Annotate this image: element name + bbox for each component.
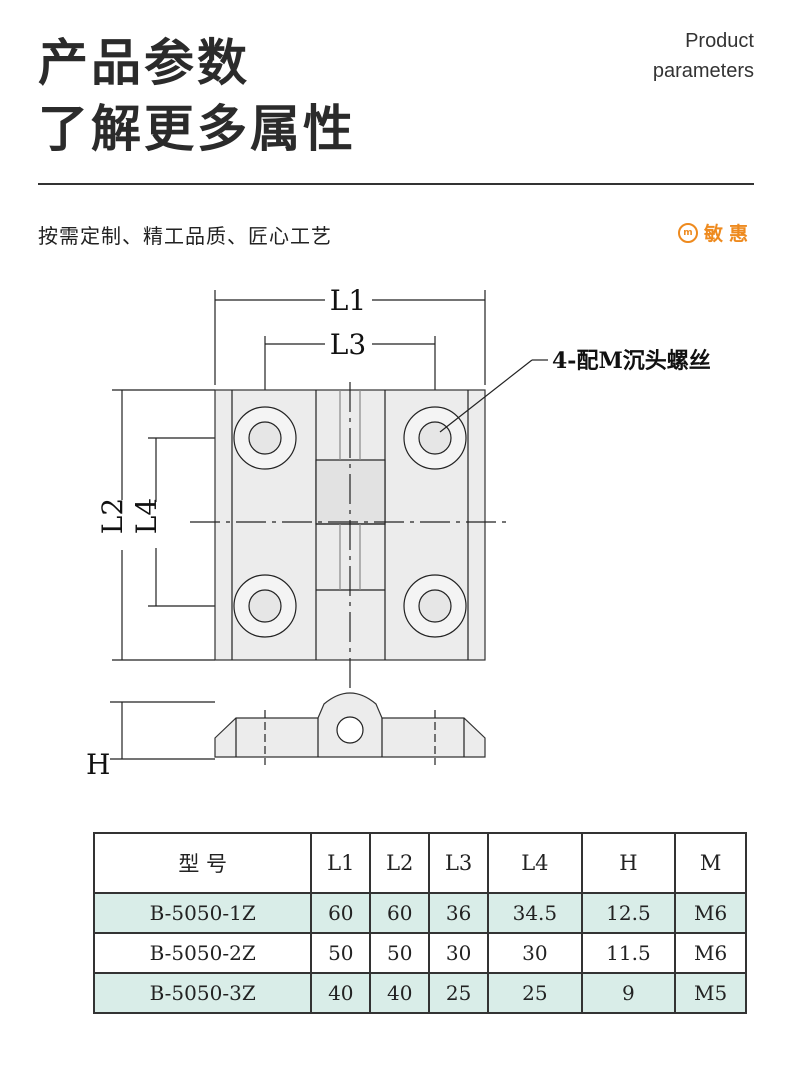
cell-l2: 50 [369,932,431,974]
col-header-m: M [674,832,747,894]
table-row: B-5050-3Z 40 40 25 25 9 M5 [92,972,747,1014]
col-header-l2: L2 [369,832,431,894]
header-divider [38,183,754,185]
cell-l3: 36 [428,892,490,934]
cell-l3: 25 [428,972,490,1014]
spec-table: 型 号 L1 L2 L3 L4 H M B-5050-1Z 60 60 36 3… [92,832,747,1014]
cell-model: B-5050-3Z [92,972,313,1014]
english-title-line2: parameters [652,60,754,82]
table-header-row: 型 号 L1 L2 L3 L4 H M [92,832,747,894]
cell-l1: 40 [310,972,372,1014]
col-header-l3: L3 [428,832,490,894]
col-header-h: H [580,832,677,894]
slogan-text: 按需定制、精工品质、匠心工艺 [38,224,332,248]
cell-m: M6 [674,892,747,934]
cell-l3: 30 [428,932,490,974]
table-row: B-5050-2Z 50 50 30 30 11.5 M6 [92,932,747,974]
page-title-line2: 了解更多属性 [38,100,356,158]
english-title-line1: Product [685,30,754,52]
col-header-model: 型 号 [92,832,313,894]
cell-model: B-5050-2Z [92,932,313,974]
cell-m: M5 [674,972,747,1014]
col-header-l1: L1 [310,832,372,894]
cell-l4: 34.5 [487,892,583,934]
page-title-line1: 产品参数 [38,34,250,92]
cell-m: M6 [674,932,747,974]
brand-logo-icon: m [677,222,698,243]
hinge-technical-drawing: L1 L3 L2 L4 H 4-配M沉头螺丝 [86,284,711,781]
cell-l1: 60 [310,892,372,934]
brand-name: 敏惠 [703,223,754,245]
table-row: B-5050-1Z 60 60 36 34.5 12.5 M6 [92,892,747,934]
cell-l2: 60 [369,892,431,934]
cell-l1: 50 [310,932,372,974]
dim-label-l4: L4 [130,498,163,534]
cell-h: 12.5 [580,892,677,934]
cell-l4: 30 [487,932,583,974]
col-header-l4: L4 [487,832,583,894]
dim-label-l3: L3 [330,328,366,361]
dim-label-h: H [86,748,110,781]
cell-l2: 40 [369,972,431,1014]
dim-label-l1: L1 [330,284,366,317]
cell-model: B-5050-1Z [92,892,313,934]
dim-label-l2: L2 [96,498,129,534]
cell-h: 9 [580,972,677,1014]
cell-l4: 25 [487,972,583,1014]
cell-h: 11.5 [580,932,677,974]
screw-callout: 4-配M沉头螺丝 [552,348,711,374]
brand-mark: m 敏惠 [677,219,754,246]
